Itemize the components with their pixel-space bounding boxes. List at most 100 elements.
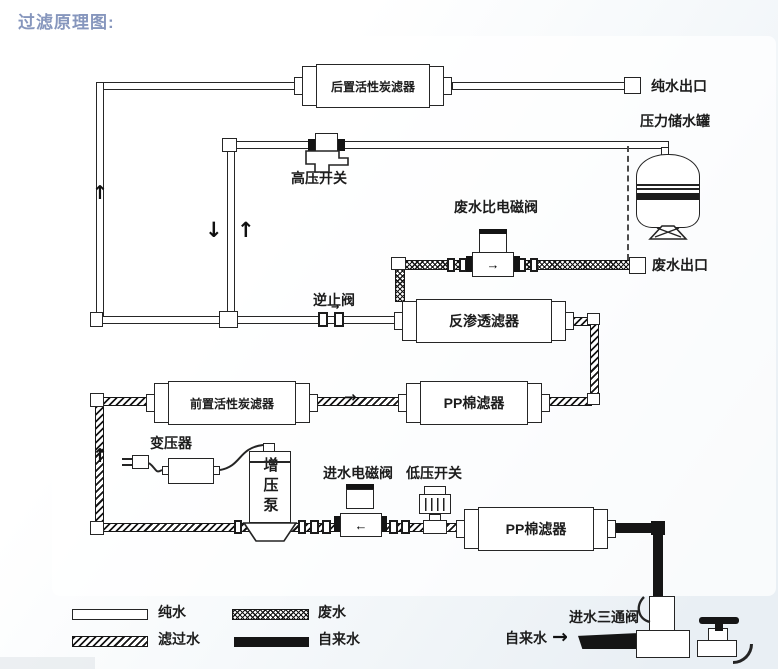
filter-cap — [527, 383, 542, 423]
elbow-fitting — [222, 138, 237, 152]
filter-body-label: 反渗透滤器 — [416, 299, 552, 343]
pressure-tank-body — [636, 154, 700, 228]
three-way-valve-label: 进水三通阀 — [569, 609, 639, 625]
filter-body-label: PP棉滤器 — [420, 381, 528, 425]
waste-ratio-solenoid-valve-body: → — [472, 252, 514, 277]
low-pressure-switch-cap — [424, 486, 446, 495]
pure-pipe-top-right — [452, 82, 626, 90]
filter-nipple — [443, 77, 452, 95]
pressure-tank-label: 压力储水罐 — [640, 113, 710, 129]
filter-cap — [464, 508, 479, 549]
legend-label-waste: 废水 — [318, 604, 346, 620]
pure-pipe-middle-horizontal — [96, 316, 402, 324]
tap-pipe-horizontal — [614, 523, 662, 533]
filter-cap — [406, 383, 421, 423]
flow-arrow-up-icon: ↑ — [237, 218, 255, 242]
pure-pipe-top-left — [96, 82, 302, 90]
power-plug-icon — [132, 455, 149, 469]
filter-body-label: 前置活性炭滤器 — [168, 381, 296, 425]
filter-cap — [402, 301, 417, 341]
valve-clamp — [466, 256, 473, 272]
pipe-clamp — [336, 139, 345, 151]
waste-valve-coil — [479, 233, 507, 254]
tap-flow-arrow-icon: → — [552, 626, 568, 648]
legend-swatch-tap — [234, 637, 309, 647]
pipe-coupling — [322, 520, 331, 534]
flow-arrow-right-icon: → — [344, 388, 357, 406]
pipe-coupling — [447, 258, 455, 272]
filter-nipple — [309, 394, 318, 412]
waste-valve-coil-cap — [479, 229, 507, 234]
valve-clamp — [380, 516, 387, 532]
post-carbon-filter: 后置活性炭滤器 — [294, 64, 452, 108]
faucet-body — [697, 640, 737, 657]
pre-carbon-filter: 前置活性炭滤器 — [146, 381, 318, 425]
page-title: 过滤原理图: — [18, 13, 115, 32]
pure-water-outlet-port — [624, 77, 641, 94]
filter-body-label: PP棉滤器 — [478, 506, 594, 551]
transformer-tab — [213, 466, 220, 475]
waste-ratio-solenoid-valve-label: 废水比电磁阀 — [454, 199, 538, 215]
pipe-coupling — [298, 520, 306, 534]
filter-cap — [154, 383, 169, 423]
inlet-solenoid-valve-label: 进水电磁阀 — [323, 465, 393, 481]
filter-cap — [593, 508, 608, 549]
pipe-coupling — [530, 258, 538, 272]
elbow-fitting — [90, 521, 104, 535]
flow-arrow-down-icon: ↓ — [205, 218, 223, 242]
tap-pipe-vertical — [653, 530, 663, 598]
tap-water-inlet-label: 自来水 — [505, 630, 547, 646]
high-pressure-switch-head — [315, 133, 338, 152]
elbow-fitting — [587, 393, 600, 405]
valve-clamp — [513, 256, 520, 272]
legend-label-pure: 纯水 — [158, 604, 186, 620]
pipe-coupling — [310, 520, 319, 534]
elbow-fitting — [90, 393, 104, 407]
pipe-clamp — [308, 139, 317, 151]
filter-body-label: 后置活性炭滤器 — [316, 64, 430, 108]
transformer-body — [168, 458, 214, 484]
check-valve-label: 逆止阀 — [313, 292, 355, 308]
tee-fitting — [219, 311, 238, 328]
elbow-fitting — [587, 313, 600, 325]
inlet-solenoid-valve-body: ← — [340, 513, 382, 537]
legend-swatch-waste — [232, 609, 309, 620]
legend-swatch-filtered — [72, 636, 148, 647]
transformer-tab — [162, 466, 169, 475]
filter-cap — [295, 383, 310, 423]
pure-water-outlet-label: 纯水出口 — [651, 78, 707, 94]
filtered-pipe — [314, 397, 402, 406]
three-way-valve-body — [636, 630, 690, 658]
pure-pipe-tank-branch-vertical — [227, 147, 235, 319]
booster-pump-label: 增压泵 — [261, 457, 279, 517]
faucet-handle-icon — [699, 617, 739, 624]
waste-water-outlet-label: 废水出口 — [652, 257, 708, 273]
low-pressure-switch-body — [419, 494, 451, 514]
pp-cotton-filter-bottom: PP棉滤器 — [456, 506, 616, 551]
tee-fitting — [423, 520, 447, 534]
faucet-handle-post — [715, 622, 723, 631]
pump-cap-line — [250, 461, 290, 463]
bottom-edge-artifact — [0, 657, 95, 669]
filter-cap — [429, 66, 444, 106]
legend-swatch-pure — [72, 609, 148, 620]
faucet-spout — [733, 644, 753, 664]
check-valve-fitting — [334, 312, 344, 327]
inlet-valve-coil — [346, 489, 374, 509]
filtered-pipe — [100, 397, 148, 406]
pipe-coupling — [389, 520, 398, 534]
filter-cap — [302, 66, 317, 106]
transformer-label: 变压器 — [150, 435, 192, 451]
legend-label-tap: 自来水 — [318, 631, 360, 647]
valve-clamp — [334, 516, 341, 532]
inlet-valve-coil-cap — [346, 484, 374, 489]
check-valve-fitting — [318, 312, 328, 327]
pp-cotton-filter-mid: PP棉滤器 — [398, 381, 550, 425]
filter-nipple — [607, 519, 616, 538]
legend-label-filtered: 滤过水 — [158, 631, 200, 647]
filtered-pipe — [548, 397, 592, 406]
elbow-fitting — [391, 257, 406, 270]
check-valve-arrow-icon: → — [331, 302, 340, 313]
filter-nipple — [565, 312, 574, 330]
